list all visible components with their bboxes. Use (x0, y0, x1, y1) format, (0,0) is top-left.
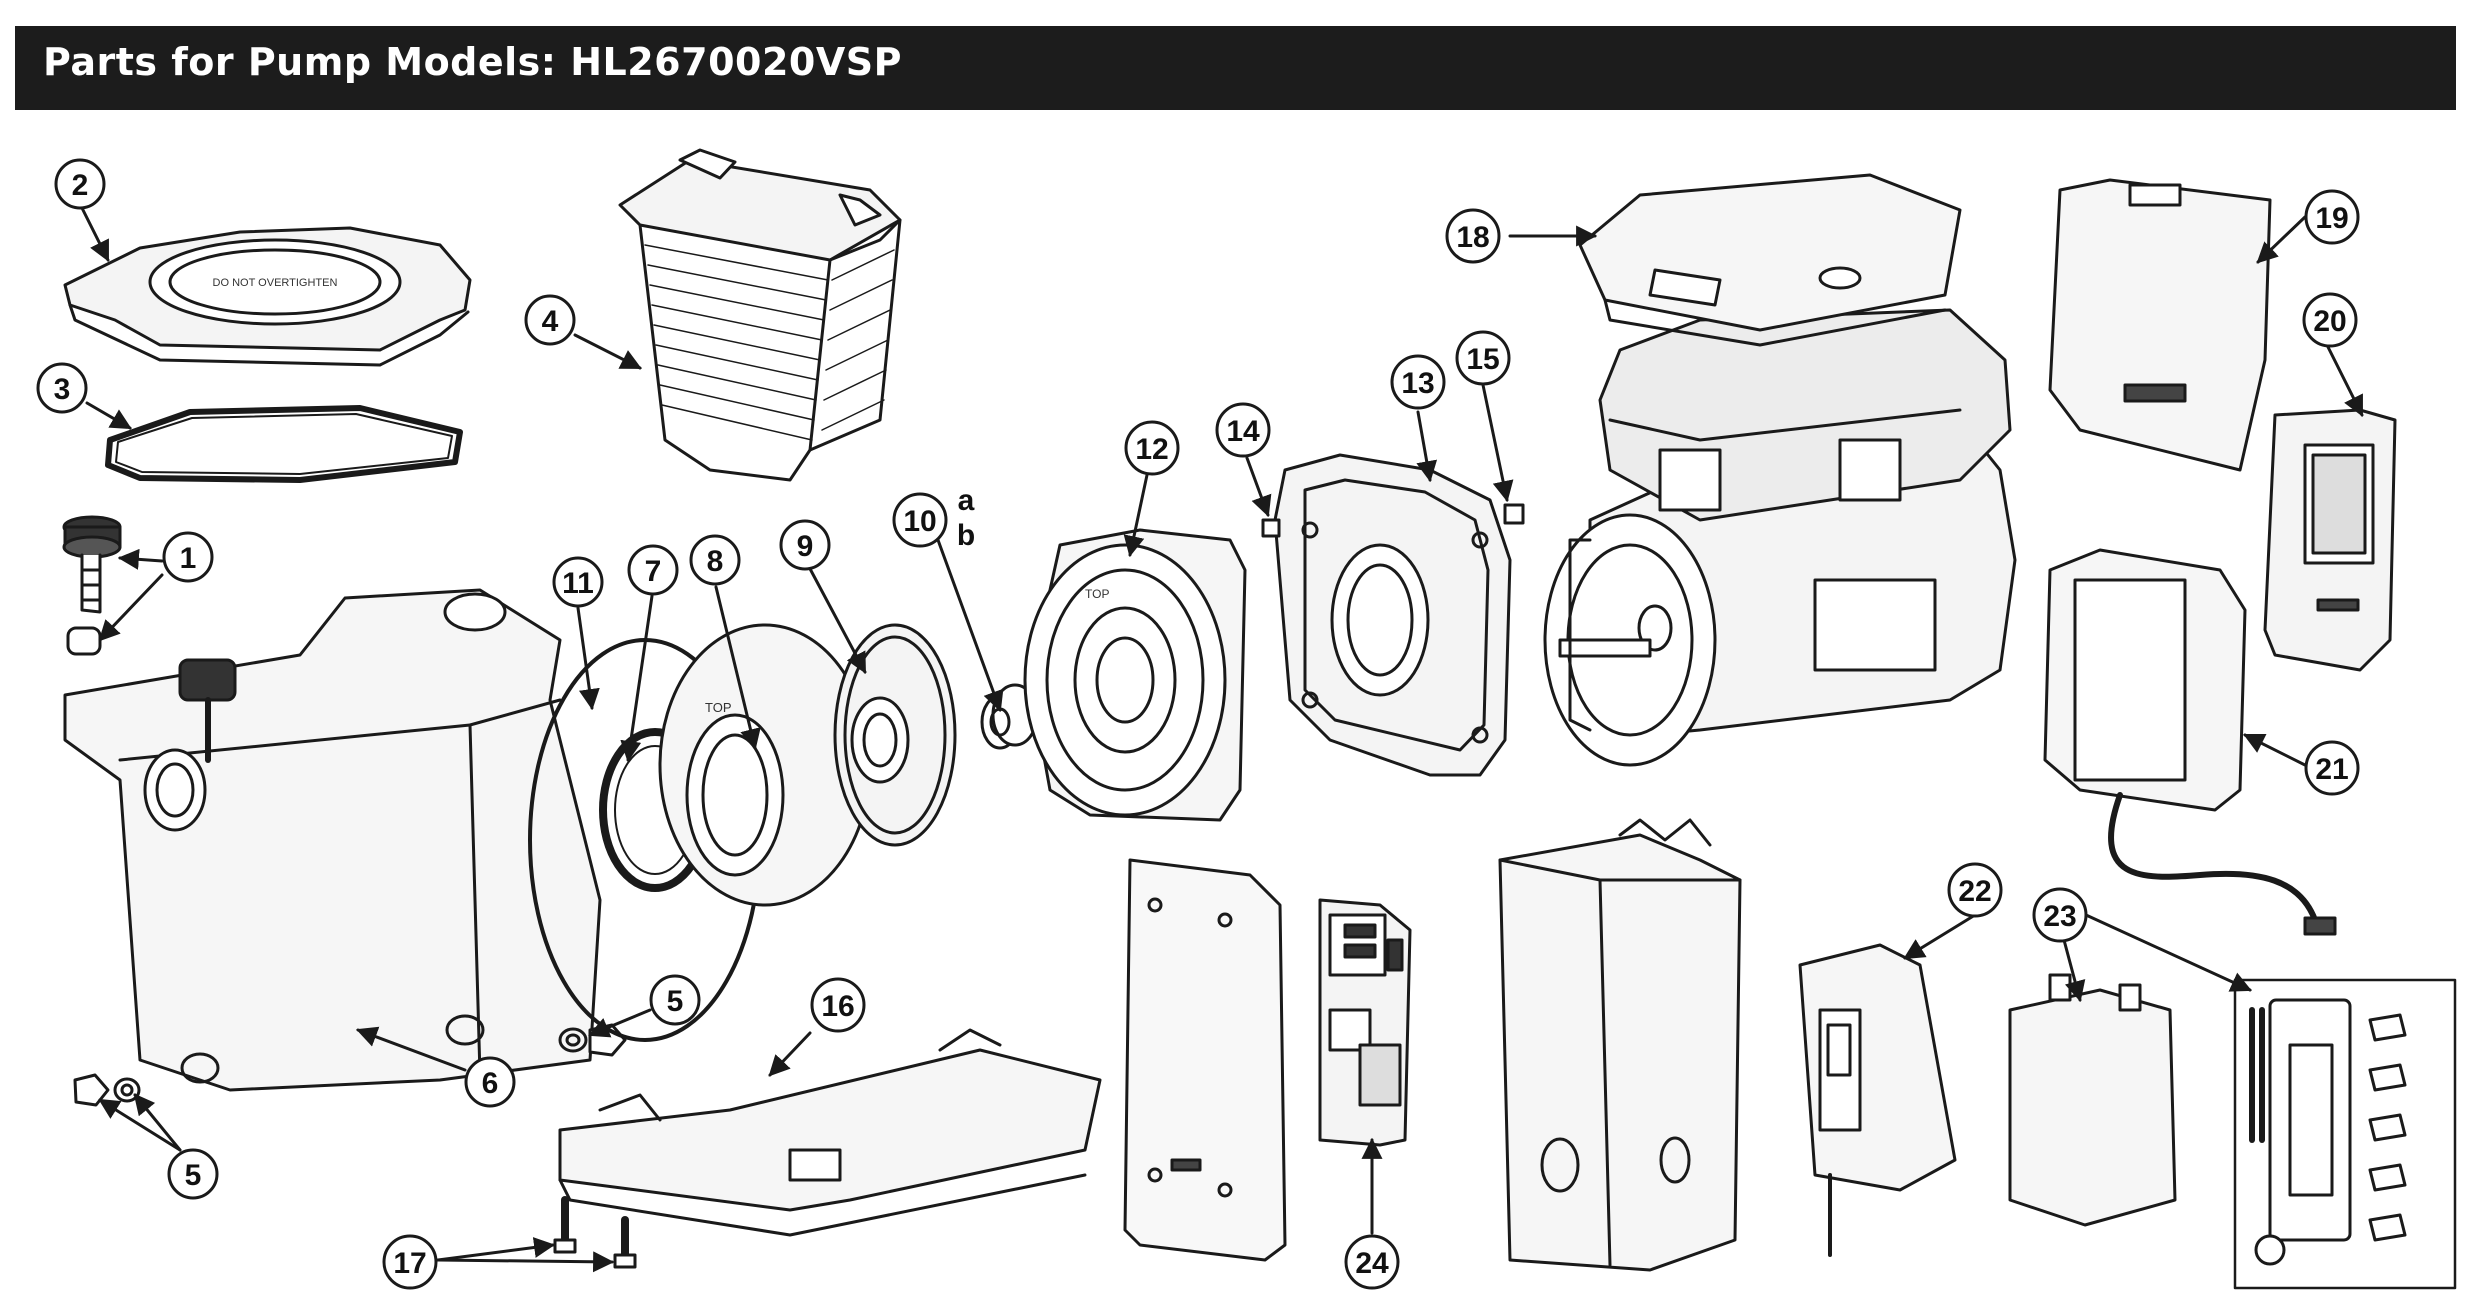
keypad (2263, 408, 2397, 672)
svg-text:5: 5 (667, 985, 684, 1018)
callout-5-left: 5 (167, 1148, 219, 1200)
svg-text:23: 23 (2043, 900, 2076, 933)
callout-10a: a (958, 484, 975, 517)
lid-warning-text: DO NOT OVERTIGHTEN (213, 277, 338, 289)
svg-text:5: 5 (185, 1159, 202, 1192)
callout-14: 14 (1215, 402, 1271, 458)
svg-text:14: 14 (1226, 415, 1260, 448)
wiring-access-cover (1123, 858, 1287, 1262)
callout-11: 11 (552, 556, 604, 608)
svg-text:12: 12 (1135, 433, 1168, 466)
svg-text:10: 10 (903, 505, 936, 538)
svg-text:17: 17 (393, 1247, 426, 1280)
callout-15: 15 (1455, 330, 1511, 386)
switch-box (1798, 943, 1957, 1257)
svg-text:6: 6 (482, 1067, 499, 1100)
callout-5-right: 5 (649, 974, 701, 1026)
drain-plug-set-left (73, 1073, 141, 1107)
svg-text:3: 3 (54, 373, 71, 406)
base-screws (553, 1196, 637, 1269)
svg-text:4: 4 (542, 305, 559, 338)
svg-text:1: 1 (180, 542, 197, 575)
svg-text:19: 19 (2315, 202, 2348, 235)
callout-6: 6 (464, 1056, 516, 1108)
strainer-basket (618, 148, 902, 482)
svg-text:21: 21 (2315, 753, 2348, 786)
diffuser-top-label: TOP (705, 700, 732, 715)
callout-3: 3 (36, 362, 88, 414)
page-title: Parts for Pump Models: HL2670020VSP (43, 40, 902, 84)
callout-1: 1 (162, 531, 214, 583)
callout-9: 9 (779, 519, 831, 571)
callout-8: 8 (689, 534, 741, 586)
svg-text:15: 15 (1466, 343, 1499, 376)
callout-10: 10 a b (892, 484, 975, 552)
lid-o-ring (105, 405, 463, 483)
impeller (833, 623, 957, 847)
svg-text:8: 8 (707, 545, 724, 578)
svg-text:13: 13 (1401, 367, 1434, 400)
seal-plate: TOP (1023, 528, 1247, 822)
callout-21: 21 (2304, 740, 2360, 796)
svg-text:9: 9 (797, 530, 814, 563)
seal-plate-top-label: TOP (1085, 587, 1109, 601)
keypad-housing (2043, 548, 2337, 936)
svg-text:24: 24 (1355, 1247, 1389, 1280)
junction-box (1498, 818, 1742, 1272)
svg-text:16: 16 (821, 990, 854, 1023)
callout-18: 18 (1445, 208, 1501, 264)
callout-17: 17 (382, 1234, 438, 1290)
callout-4: 4 (524, 294, 576, 346)
wall-plate-kit (2233, 978, 2457, 1290)
svg-text:20: 20 (2313, 305, 2346, 338)
callout-22: 22 (1947, 862, 2003, 918)
callout-13: 13 (1390, 354, 1446, 410)
svg-text:2: 2 (72, 169, 89, 202)
callout-24: 24 (1344, 1234, 1400, 1290)
keypad-cover (2048, 178, 2272, 472)
svg-text:11: 11 (562, 567, 594, 600)
diffuser: TOP (658, 623, 872, 907)
svg-text:22: 22 (1958, 875, 1991, 908)
svg-text:7: 7 (645, 555, 662, 588)
svg-text:18: 18 (1456, 221, 1489, 254)
drain-knob (62, 515, 122, 656)
callout-2: 2 (54, 158, 106, 210)
callout-16: 16 (810, 977, 866, 1033)
callout-7: 7 (627, 544, 679, 596)
strainer-cover-lid: DO NOT OVERTIGHTEN (63, 226, 472, 367)
control-circuit-board (1318, 898, 1412, 1147)
wall-switch-box (2008, 973, 2177, 1227)
pump-housing (63, 588, 602, 1092)
callout-12: 12 (1124, 420, 1180, 476)
motor-mount-bracket (1261, 453, 1525, 777)
title-bar: Parts for Pump Models: HL2670020VSP (15, 26, 2456, 110)
drive-cover (1578, 173, 1962, 347)
drive-housing (1598, 308, 2012, 522)
pump-base (558, 1028, 1102, 1237)
callout-20: 20 (2302, 292, 2358, 348)
callout-10b: b (957, 519, 975, 552)
callout-23: 23 (2032, 887, 2088, 943)
callout-19: 19 (2304, 189, 2360, 245)
